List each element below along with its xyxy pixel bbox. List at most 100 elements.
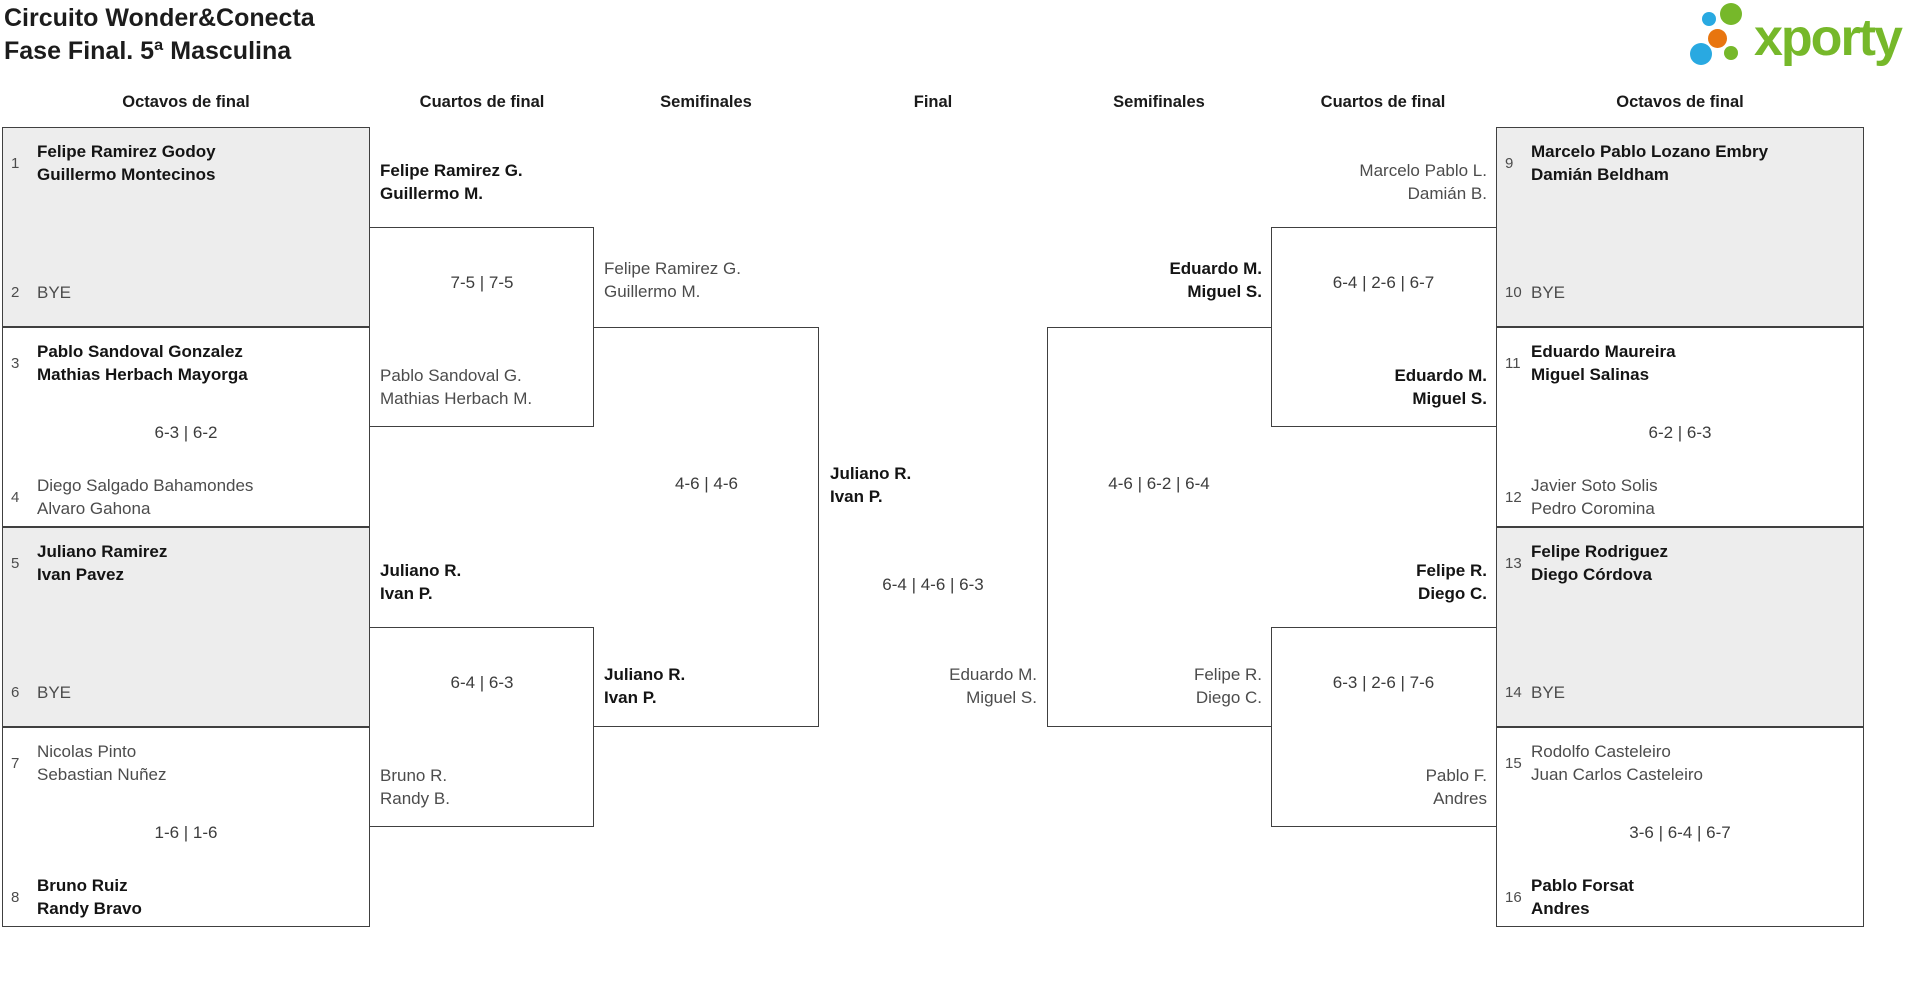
seed-number: 9 [1505,154,1514,172]
player-name: Felipe Ramirez Godoy [37,142,216,161]
player-name: Marcelo Pablo Lozano Embry [1531,142,1769,161]
player-name: Felipe R. [1193,665,1262,684]
round-header-1: Cuartos de final [419,93,545,111]
bye-entry: 14 BYE [1505,681,1565,704]
team-names: BYE [1531,281,1565,304]
player-name: Damián B. [1407,184,1487,203]
player-name: Diego C. [1195,688,1262,707]
seed-number: 5 [11,554,20,572]
logo-dot-green-small [1724,46,1738,60]
player-name: Ivan P. [604,688,657,707]
player-name: Marcelo Pablo L. [1359,161,1487,180]
player-name: Miguel Salinas [1531,365,1650,384]
player-name: Eduardo Maureira [1531,342,1676,361]
qf-team-top[interactable]: Juliano R.Ivan P. [380,559,461,605]
round-header-5: Cuartos de final [1320,93,1446,111]
player-name: BYE [37,683,72,702]
round-header-6: Octavos de final [1616,93,1744,111]
player-name: BYE [1531,683,1566,702]
player-name: Diego Córdova [1531,565,1652,584]
match-score-r16-6: 6-2 | 6-3 [1648,423,1712,442]
match-score-r16-2: 6-3 | 6-2 [154,423,218,442]
player-name: Pablo Sandoval Gonzalez [37,342,243,361]
seed-number: 2 [11,284,20,301]
qf-team-bottom[interactable]: Pablo Sandoval G.Mathias Herbach M. [380,364,532,410]
seed-number: 15 [1505,754,1522,772]
final-team-right[interactable]: Eduardo M.Miguel S. [949,663,1037,709]
seed-number: 6 [11,684,20,701]
sf-team-bottom[interactable]: Felipe R. Diego C. [1194,663,1262,709]
player-name: Eduardo M. [1394,366,1487,385]
bye-entry: 10 BYE [1505,281,1565,304]
player-name: Randy B. [380,789,450,808]
xporty-logo[interactable]: xporty [1684,0,1920,84]
qf-team-top[interactable]: Marcelo Pablo L. Damián B. [1359,159,1487,205]
match-box-qf-1 [370,227,594,427]
player-name: Guillermo M. [604,282,701,301]
sf-team-top[interactable]: Felipe Ramirez G.Guillermo M. [604,257,741,303]
qf-team-bottom[interactable]: Bruno R. Randy B. [380,764,450,810]
player-name: Diego C. [1418,584,1487,603]
player-name: Ivan P. [380,584,433,603]
match-score-qf-3: 6-4 | 2-6 | 6-7 [1332,273,1435,292]
player-name: Miguel S. [1412,389,1487,408]
final-team-left[interactable]: Juliano R.Ivan P. [830,462,911,508]
match-box-sf-2 [1047,327,1271,727]
sf-team-top[interactable]: Eduardo M.Miguel S. [1169,257,1262,303]
player-name: Bruno R. [380,766,448,785]
page-title: Circuito Wonder&Conecta Fase Final. 5ª M… [4,2,315,68]
player-name: Juliano Ramirez [37,542,168,561]
player-name: Javier Soto Solis [1531,476,1658,495]
player-name: Guillermo M. [380,184,483,203]
qf-team-bottom[interactable]: Eduardo M. Miguel S. [1394,364,1487,410]
seed-number: 14 [1505,684,1522,701]
player-name: Miguel S. [966,688,1037,707]
bye-entry: 6 BYE [11,681,71,704]
match-box-qf-2 [370,627,594,827]
logo-dot-blue-large [1690,43,1712,65]
seed-number: 10 [1505,284,1522,301]
logo-dot-green-large [1720,3,1742,25]
match-score-sf-2: 4-6 | 6-2 | 6-4 [1108,474,1210,493]
match-score-qf-1: 7-5 | 7-5 [450,273,514,292]
sf-team-bottom[interactable]: Juliano R. Ivan P. [604,663,685,709]
player-name: Guillermo Montecinos [37,165,216,184]
round-header-0: Octavos de final [122,93,250,111]
qf-team-top[interactable]: Felipe R.Diego C. [1416,559,1487,605]
player-name: Ivan P. [830,487,883,506]
player-name: Pedro Coromina [1531,499,1655,518]
player-name: Pablo F. [1425,766,1487,785]
seed-number: 4 [11,488,20,506]
logo-wordmark: xporty [1754,9,1903,67]
qf-team-bottom[interactable]: Pablo F.Andres [1426,764,1487,810]
seed-number: 8 [11,888,20,906]
qf-team-top[interactable]: Felipe Ramirez G.Guillermo M. [380,159,523,205]
match-score-qf-4: 6-3 | 2-6 | 7-6 [1332,673,1435,692]
player-name: Juliano R. [604,665,686,684]
